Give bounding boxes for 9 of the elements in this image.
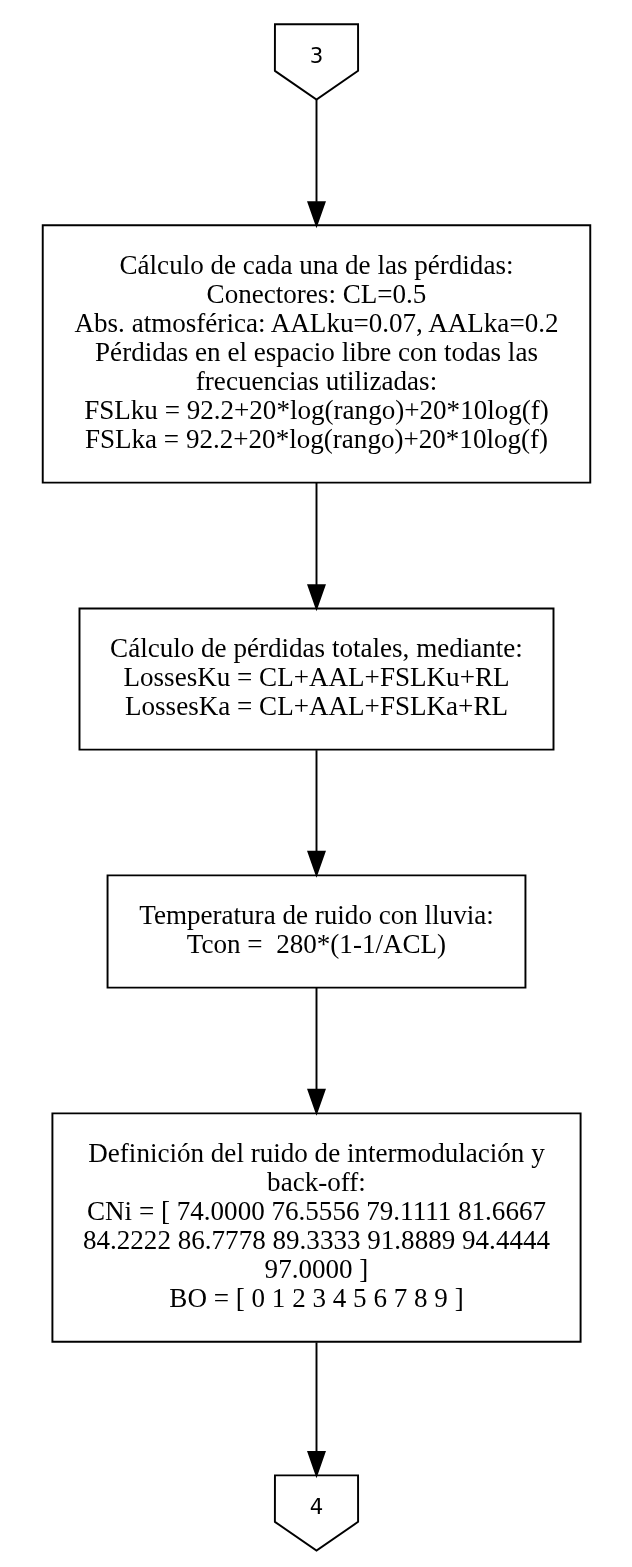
node-box: Temperatura de ruido con lluvia: Tcon = 280*(1-1/ACL): [106, 874, 526, 989]
arrow: [306, 1341, 326, 1479]
arrow: [306, 986, 326, 1116]
node-box: Definición del ruido de intermodulación y back-off: CNi = [ 74.0000 76.5556 79.1111 81.6667 84.2222 86.7778 89.3333 91.8889 94.4444 97.0000 ] BO = [ 0 1 2 3 4 5 6 7 8 9 ]: [50, 1112, 582, 1343]
arrow: [306, 749, 326, 878]
node-box: Cálculo de cada una de las pérdidas: Conectores: CL=0.5 Abs. atmosférica: AALku=0.07, AALka=0.2 Pérdidas en el espacio libre con todas las frecuencias utilizadas: FSLku = 92.2+20*log(rango)+20*10log(f) FSLka = 92.2+20*log(rango)+20*10log(f): [41, 224, 591, 484]
node-box: Cálculo de pérdidas totales, mediante: LossesKu = CL+AAL+FSLKu+RL LossesKa = CL+AAL+FSLKa+RL: [78, 607, 554, 751]
arrow: [306, 481, 326, 612]
arrow: [306, 98, 326, 229]
